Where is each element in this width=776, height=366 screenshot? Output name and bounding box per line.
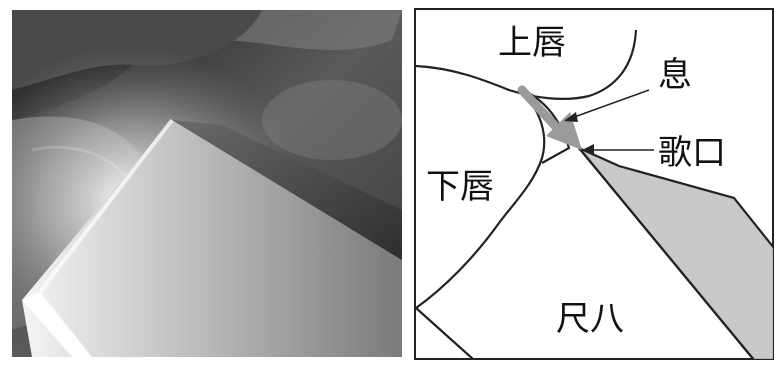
diagram-panel: 上唇 息 歌口 下唇 尺八	[414, 8, 774, 360]
shakuhachi-rim	[416, 308, 474, 360]
photo-panel	[12, 10, 402, 357]
label-upper-lip: 上唇	[498, 23, 566, 63]
label-utaguchi: 歌口	[658, 133, 726, 173]
label-lower-lip: 下唇	[426, 167, 494, 207]
mouthpiece-photo	[12, 10, 402, 357]
label-shakuhachi: 尺八	[556, 299, 624, 339]
embouchure-diagram: 上唇 息 歌口 下唇 尺八	[414, 8, 774, 360]
label-breath: 息	[658, 55, 692, 95]
breath-pointer-line	[566, 90, 649, 120]
